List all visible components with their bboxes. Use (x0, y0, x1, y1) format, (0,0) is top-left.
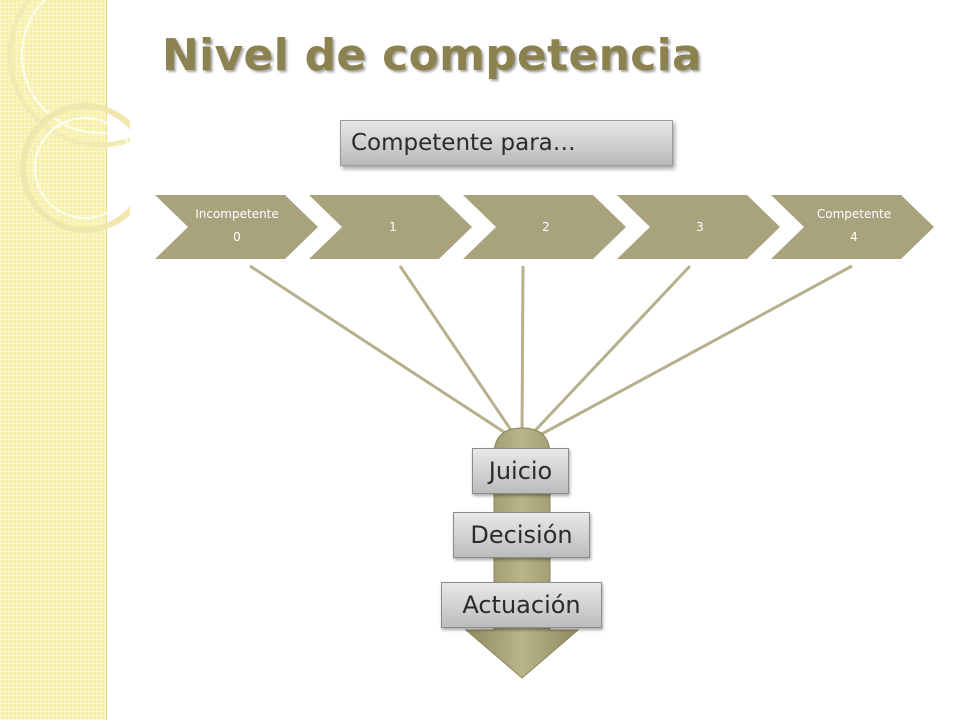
chevron-level-1 (309, 195, 472, 259)
level-2-label: 2 (542, 220, 550, 234)
level-0-value: 0 (233, 230, 241, 244)
stage-actuacion: Actuación (441, 582, 602, 628)
chevron-level-3 (617, 195, 780, 259)
page-title: Nivel de competencia (162, 30, 703, 81)
decorative-circles (7, 0, 130, 233)
level-3-label: 3 (696, 220, 704, 234)
stage-juicio: Juicio (472, 448, 569, 494)
chevron-level-2 (463, 195, 626, 259)
connector-line-4 (537, 264, 853, 438)
connector-line-0 (249, 264, 511, 438)
connector-line-1 (398, 265, 517, 437)
level-4-value: 4 (850, 230, 858, 244)
subtitle-box: Competente para… (340, 120, 673, 166)
chevron-level-0 (155, 195, 318, 259)
connector-line-3 (528, 264, 692, 438)
level-0-label: Incompetente (195, 207, 279, 221)
side-decorative-strip (0, 0, 107, 720)
level-1-label: 1 (389, 220, 397, 234)
connector-line-2 (520, 265, 525, 437)
stage-decision: Decisión (453, 512, 590, 558)
chevron-level-4 (771, 195, 934, 259)
level-4-label: Competente (817, 207, 891, 221)
